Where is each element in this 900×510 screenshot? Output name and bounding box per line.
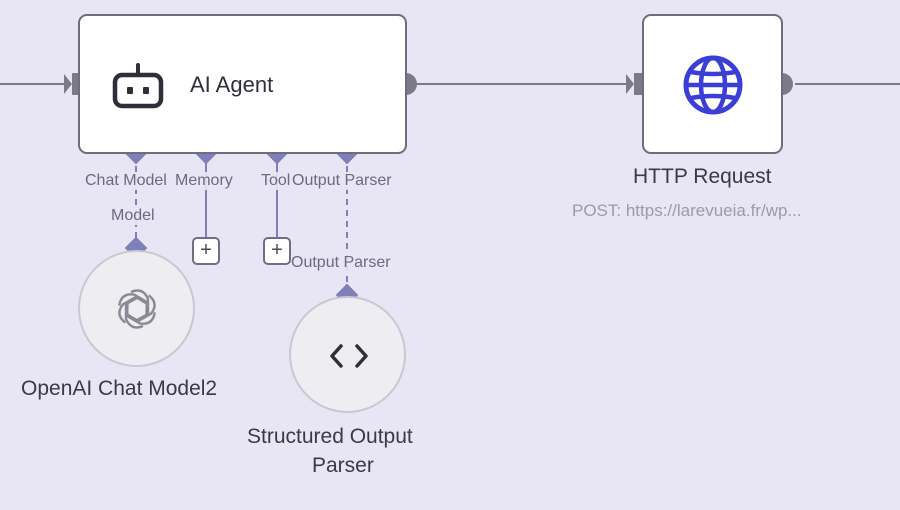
model-edge-label: Model <box>110 207 156 225</box>
structured-parser-title-line1: Structured Output <box>247 425 413 448</box>
tool-port-label: Tool <box>260 172 292 190</box>
openai-chat-model-node[interactable] <box>78 250 195 367</box>
structured-parser-title-line2: Parser <box>312 454 374 477</box>
add-tool-button[interactable]: + <box>263 237 291 265</box>
ai-agent-node[interactable]: AI Agent <box>78 14 407 154</box>
code-brackets-icon <box>327 340 371 372</box>
http-request-subtitle: POST: https://larevueia.fr/wp... <box>572 201 802 220</box>
http-input-arrow-icon <box>626 74 634 94</box>
openai-chat-model-title: OpenAI Chat Model2 <box>21 377 218 400</box>
http-input-handle[interactable] <box>634 73 644 95</box>
http-request-node[interactable] <box>642 14 783 154</box>
ai-agent-title: AI Agent <box>190 72 274 97</box>
chat-model-port-label: Chat Model <box>84 172 176 190</box>
http-request-title: HTTP Request <box>633 165 772 188</box>
output-parser-edge-label: Output Parser <box>290 254 392 272</box>
output-parser-port-label: Output Parser <box>291 172 393 190</box>
robot-icon <box>110 61 166 111</box>
structured-output-parser-node[interactable] <box>289 296 406 413</box>
add-memory-button[interactable]: + <box>192 237 220 265</box>
input-arrow-icon <box>64 74 72 94</box>
memory-port-label: Memory <box>174 172 234 190</box>
globe-icon <box>681 53 745 117</box>
openai-logo-icon <box>114 286 160 332</box>
